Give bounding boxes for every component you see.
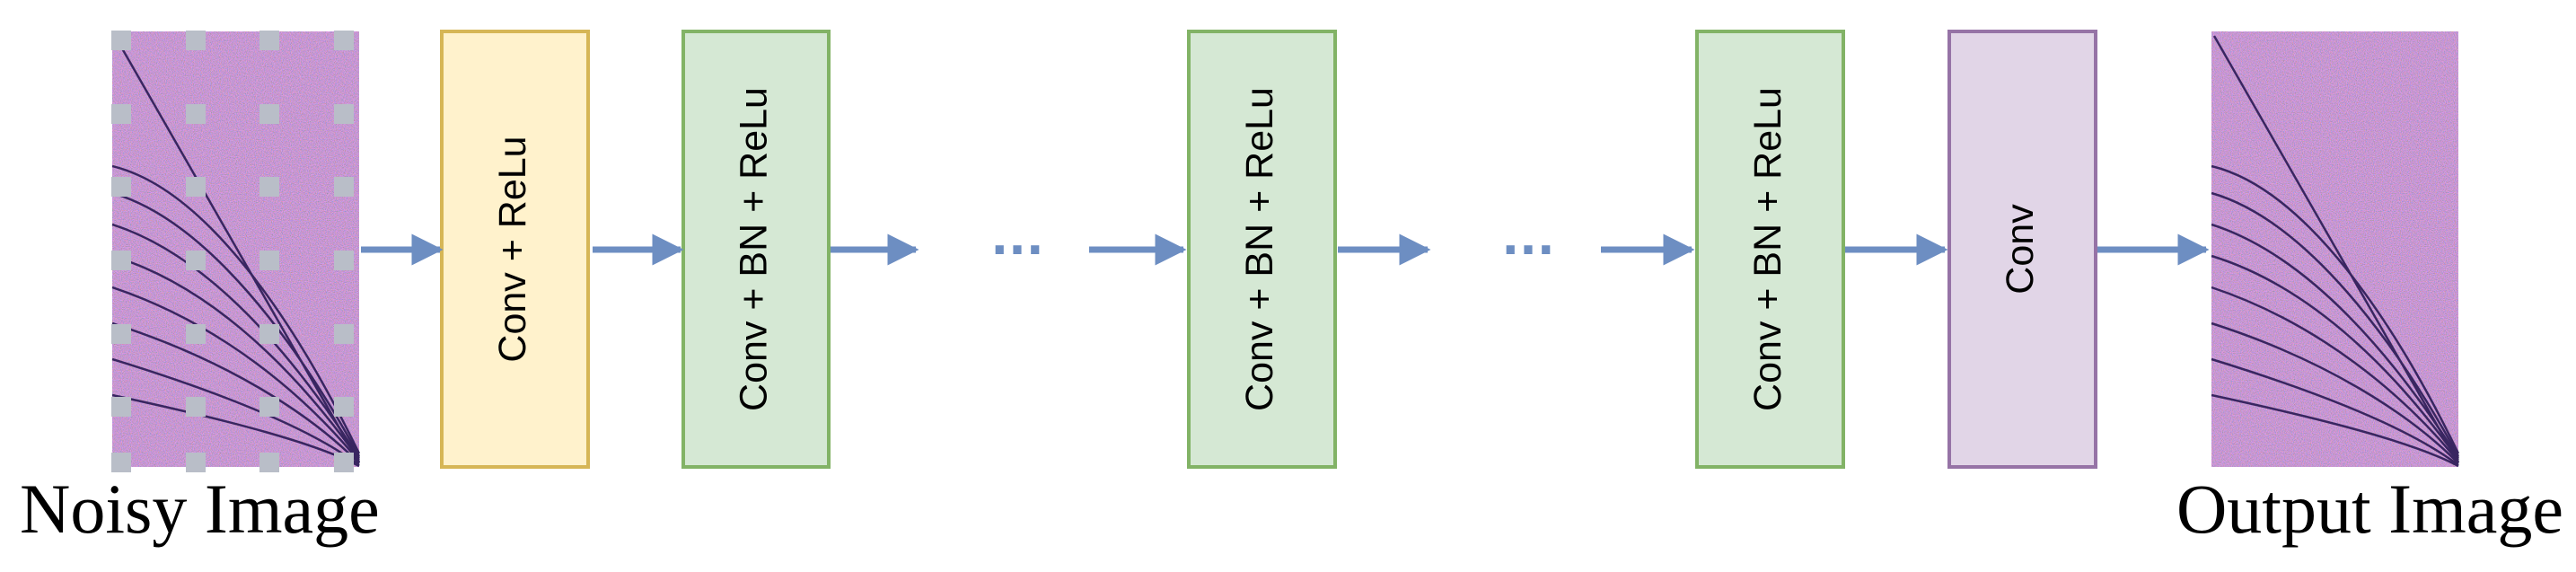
mask-square <box>186 453 206 472</box>
mask-square <box>259 324 279 344</box>
block-conv: Conv <box>1947 30 2097 469</box>
mask-square <box>334 104 354 124</box>
mask-square <box>111 177 131 197</box>
mask-squares <box>111 31 354 472</box>
mask-square <box>334 324 354 344</box>
output-caption: Output Image <box>2176 470 2563 548</box>
block-label-conv-bn-relu-1: Conv + BN + ReLu <box>732 87 775 411</box>
output-image <box>2211 31 2460 468</box>
ellipsis-1: ··· <box>990 224 1043 277</box>
block-label-conv-bn-relu-3: Conv + BN + ReLu <box>1746 87 1789 411</box>
mask-square <box>111 324 131 344</box>
mask-square <box>186 31 206 50</box>
mask-square <box>334 251 354 270</box>
mask-square <box>334 31 354 50</box>
block-conv-bn-relu-3: Conv + BN + ReLu <box>1695 30 1845 469</box>
mask-square <box>111 104 131 124</box>
mask-square <box>186 251 206 270</box>
ellipsis-2: ··· <box>1501 224 1554 277</box>
input-caption: Noisy Image <box>20 470 380 548</box>
block-conv-bn-relu-2: Conv + BN + ReLu <box>1187 30 1337 469</box>
mask-square <box>259 31 279 50</box>
block-label-conv-relu: Conv + ReLu <box>491 136 534 362</box>
block-label-conv: Conv <box>1999 204 2042 295</box>
mask-square <box>111 31 131 50</box>
block-conv-relu: Conv + ReLu <box>440 30 590 469</box>
mask-square <box>186 397 206 417</box>
mask-square <box>334 397 354 417</box>
mask-square <box>259 104 279 124</box>
mask-square <box>259 453 279 472</box>
mask-square <box>186 177 206 197</box>
mask-square <box>186 104 206 124</box>
mask-square <box>111 397 131 417</box>
block-conv-bn-relu-1: Conv + BN + ReLu <box>681 30 831 469</box>
mask-square <box>111 453 131 472</box>
noisy-image <box>111 31 361 472</box>
mask-square <box>259 251 279 270</box>
mask-square <box>259 397 279 417</box>
mask-square <box>259 177 279 197</box>
mask-square <box>186 324 206 344</box>
mask-square <box>334 453 354 472</box>
mask-square <box>334 177 354 197</box>
mask-square <box>111 251 131 270</box>
block-label-conv-bn-relu-2: Conv + BN + ReLu <box>1238 87 1281 411</box>
